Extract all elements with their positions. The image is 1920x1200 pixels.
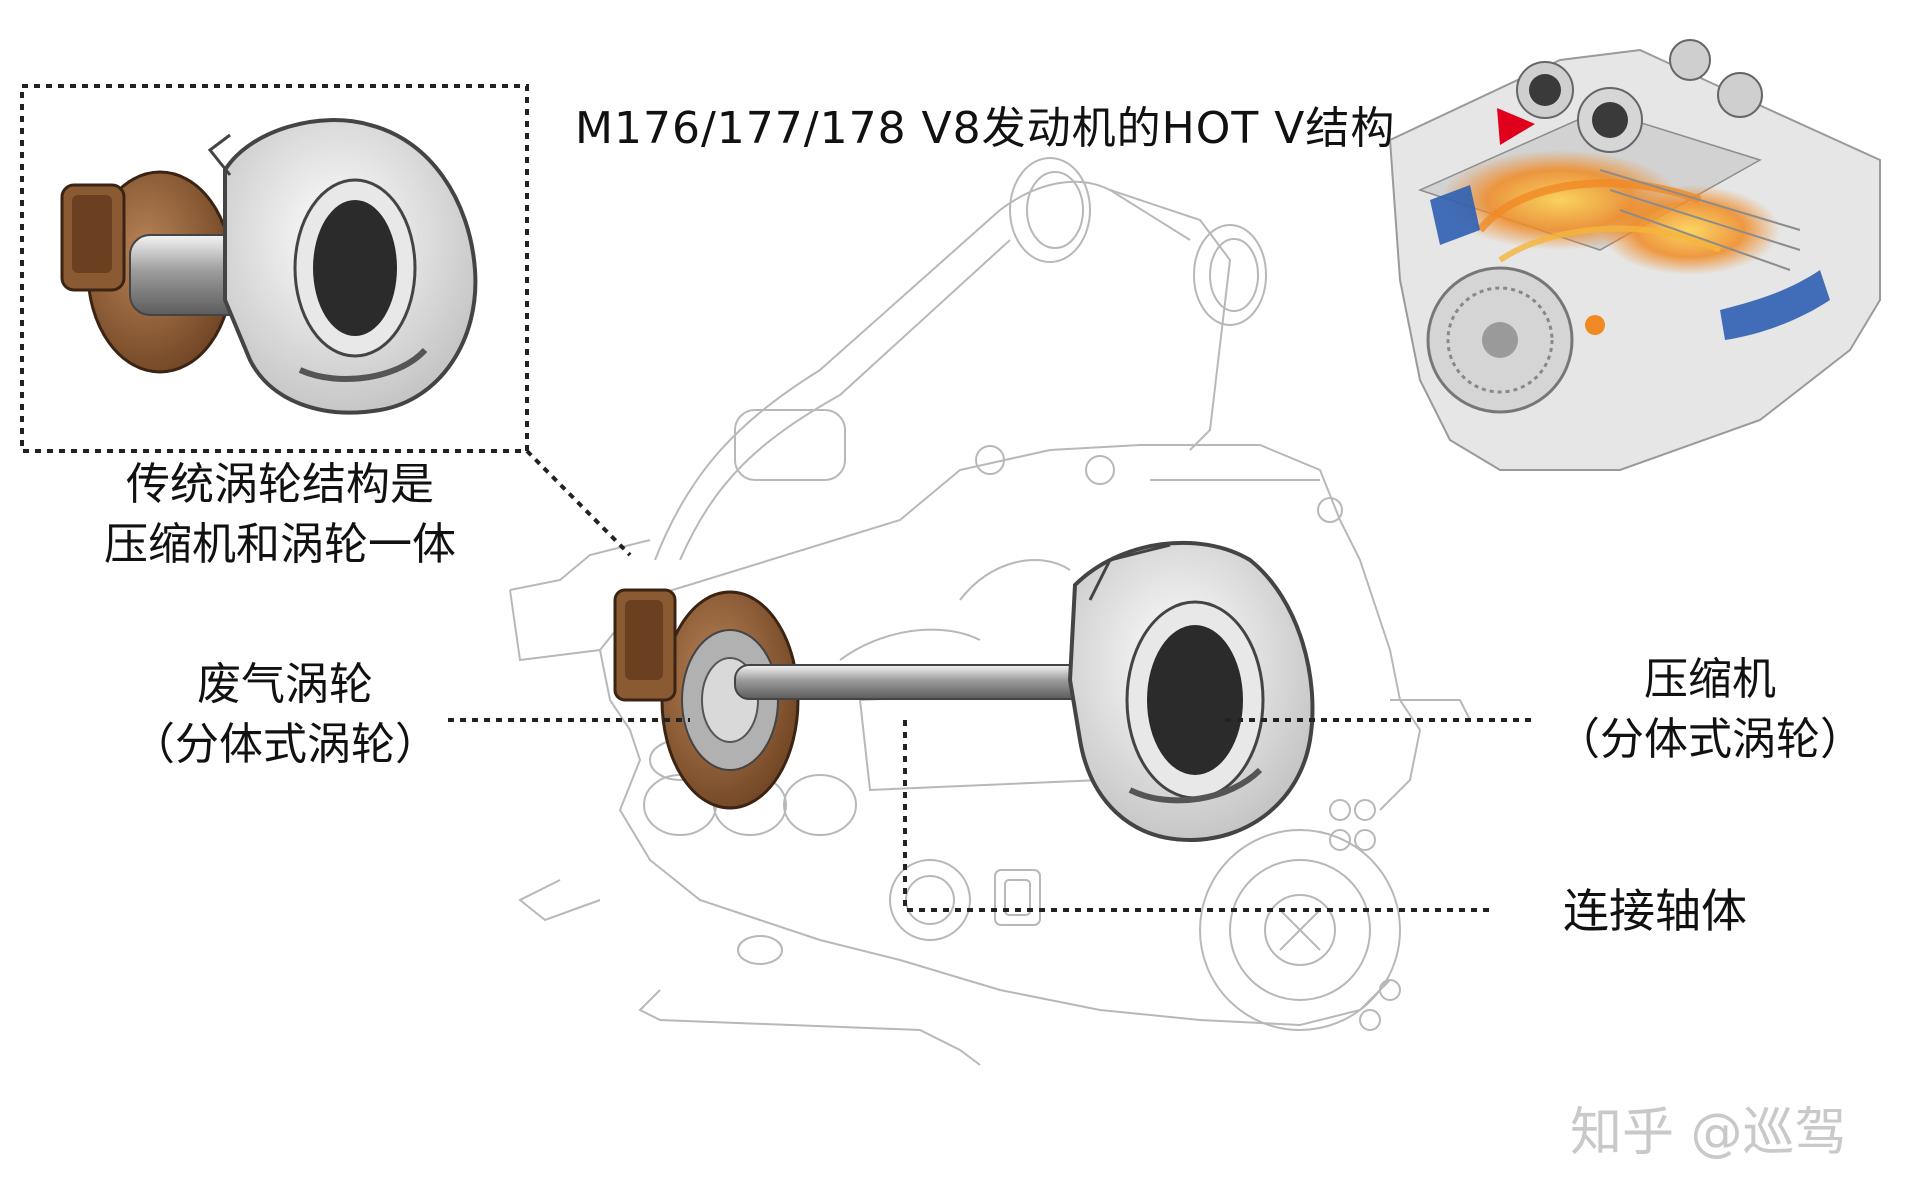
traditional-turbo-label: 传统涡轮结构是 压缩机和涡轮一体 xyxy=(80,455,480,575)
compressor-label: 压缩机 （分体式涡轮） xyxy=(1540,650,1880,770)
traditional-turbo-inset-frame xyxy=(20,84,529,453)
traditional-turbo-label-line1: 传统涡轮结构是 xyxy=(126,459,434,510)
diagram-title: M176/177/178 V8发动机的HOT V结构 xyxy=(575,103,1396,154)
v8-engine-render xyxy=(1388,39,1881,471)
exhaust-turbine-label-line2: （分体式涡轮） xyxy=(131,719,439,770)
compressor-label-line2: （分体式涡轮） xyxy=(1556,714,1864,765)
exhaust-turbine-label: 废气涡轮 （分体式涡轮） xyxy=(110,655,460,775)
leader-line-shaft xyxy=(903,720,1495,912)
traditional-turbo-label-line2: 压缩机和涡轮一体 xyxy=(104,519,456,570)
pointer-arrow xyxy=(1497,108,1535,145)
exhaust-turbine-illustration xyxy=(613,588,800,810)
exhaust-turbine-label-line1: 废气涡轮 xyxy=(197,659,373,710)
watermark: 知乎 @巡驾 xyxy=(1570,1103,1847,1163)
connecting-shaft-label: 连接轴体 xyxy=(1563,884,1747,938)
leader-line-traditional xyxy=(525,449,632,557)
compressor-label-line1: 压缩机 xyxy=(1644,654,1776,705)
leader-lines xyxy=(448,449,1535,912)
connecting-shaft-illustration xyxy=(734,664,1116,700)
compressor-illustration xyxy=(1067,540,1315,843)
traditional-turbo-illustration xyxy=(60,118,478,415)
